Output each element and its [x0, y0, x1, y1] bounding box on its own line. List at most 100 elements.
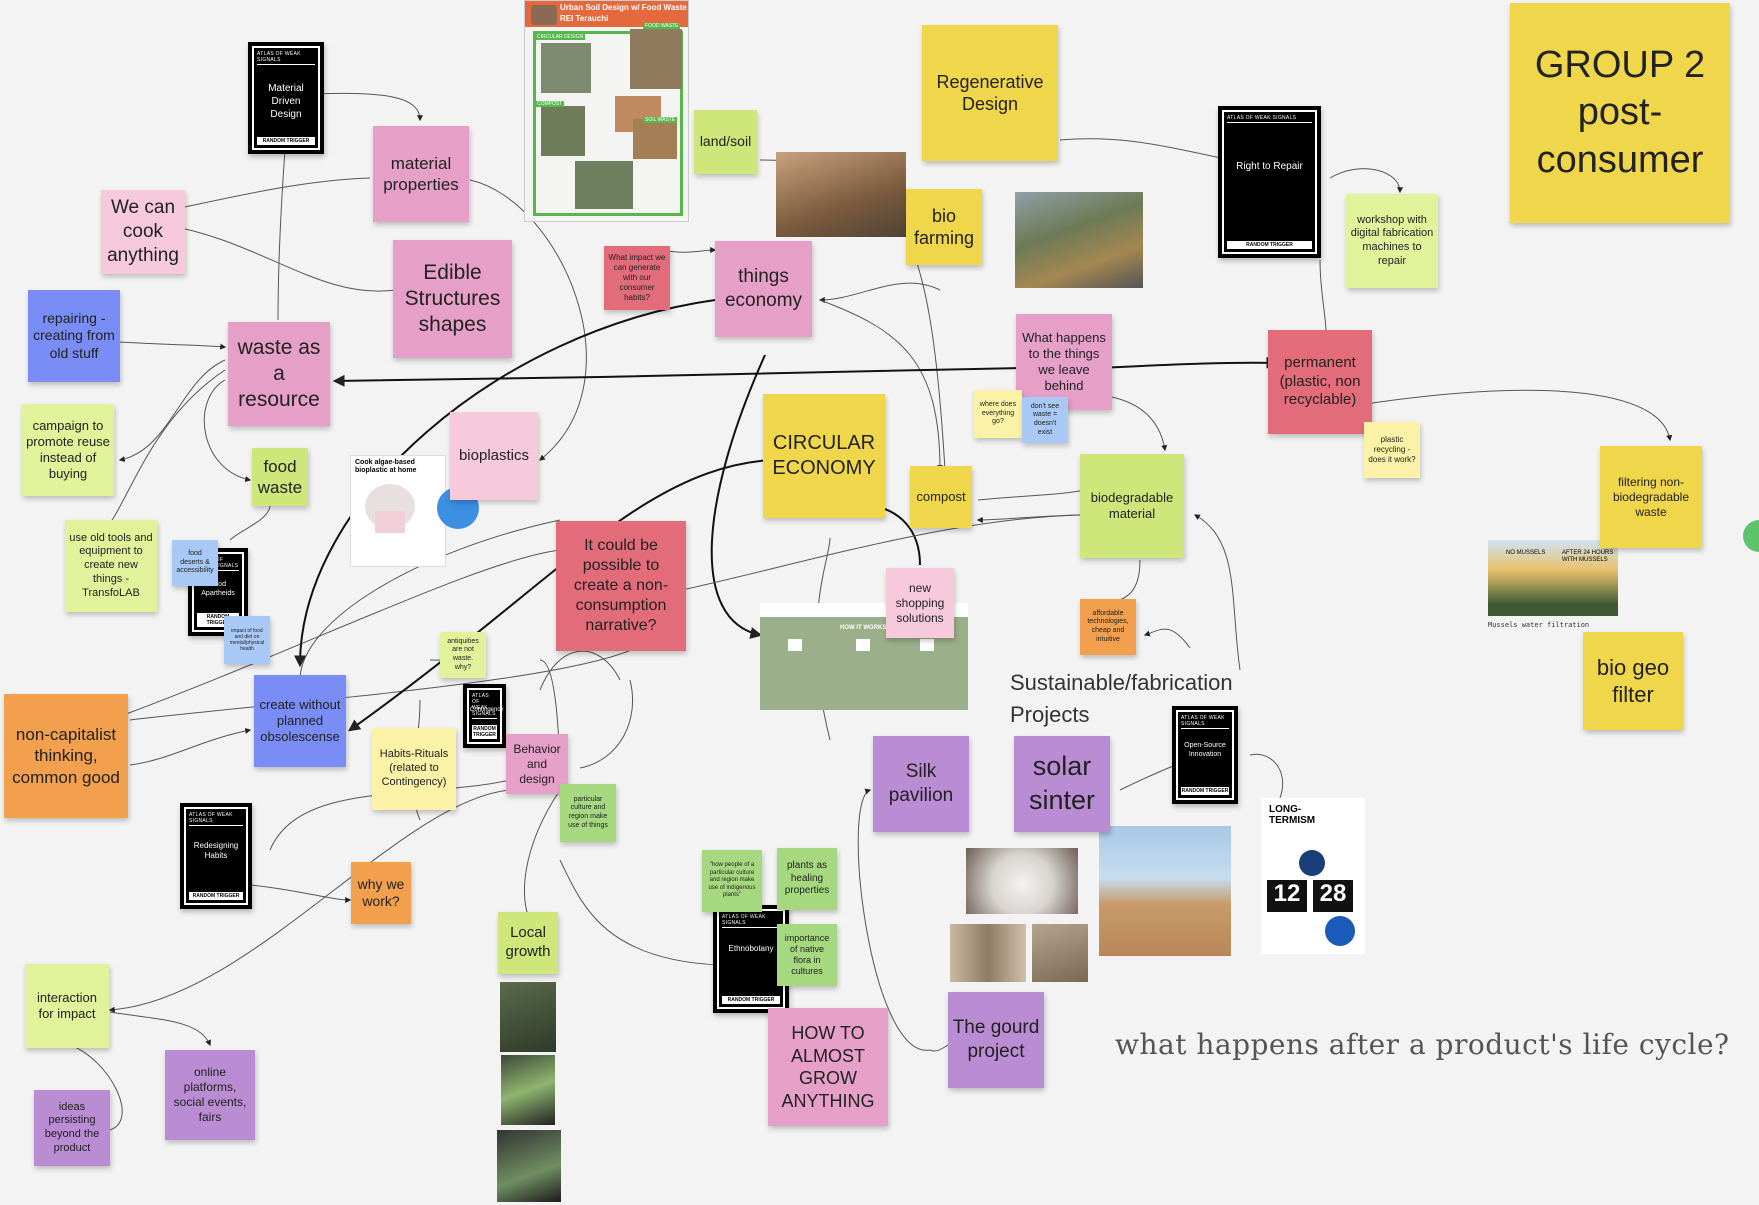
- note-text: don't see waste = doesn't exist: [1030, 402, 1060, 436]
- note-workshop[interactable]: workshop with digital fabrication machin…: [1346, 194, 1438, 288]
- mussels-filtration-image[interactable]: NO MUSSELS AFTER 24 HOURS WITH MUSSELS: [1488, 540, 1618, 616]
- note-native-flora[interactable]: importance of native flora in cultures: [777, 924, 837, 986]
- note-material-properties[interactable]: material properties: [373, 126, 469, 222]
- card-title: Redesigning Habits: [193, 841, 239, 861]
- note-dont-see[interactable]: don't see waste = doesn't exist: [1022, 397, 1068, 443]
- poster-tag: SOIL WASTE: [643, 117, 678, 123]
- note-text: waste as a resource: [237, 335, 321, 412]
- note-food-deserts[interactable]: food deserts & accessibility: [172, 540, 218, 586]
- note-text: importance of native flora in cultures: [784, 932, 830, 977]
- note-old-tools[interactable]: use old tools and equipment to create ne…: [65, 520, 157, 612]
- note-habits-rituals[interactable]: Habits-Rituals (related to Contingency): [372, 728, 456, 810]
- note-online-platforms[interactable]: online platforms, social events, fairs: [165, 1050, 255, 1140]
- note-where-does[interactable]: where does everything go?: [974, 390, 1022, 438]
- note-text: We can cook anything: [107, 197, 179, 266]
- clock-hours: 12: [1267, 880, 1307, 912]
- note-why-we-work[interactable]: why we work?: [351, 862, 411, 924]
- note-permanent[interactable]: permanent (plastic, non recyclable): [1268, 330, 1372, 434]
- note-non-consumption[interactable]: It could be possible to create a non-con…: [556, 521, 686, 651]
- card-title: Contingency: [470, 707, 504, 714]
- card-right-to-repair[interactable]: ATLAS OF WEAK SIGNALS Right to Repair RA…: [1218, 106, 1321, 258]
- note-culture-region[interactable]: particular culture and region make use o…: [560, 784, 616, 842]
- group-title: GROUP 2 post-consumer: [1534, 43, 1706, 181]
- note-repairing[interactable]: repairing - creating from old stuff: [28, 290, 120, 382]
- longtermism-poster[interactable]: LONG-TERMISM 12 28: [1261, 798, 1365, 954]
- note-text: create without planned obsolescense: [259, 696, 341, 745]
- card-trigger: RANDOM TRIGGER: [189, 892, 243, 900]
- card-series: ATLAS OF WEAK SIGNALS: [257, 51, 315, 65]
- card-contingency[interactable]: ATLAS OF WEAK SIGNALS Contingency RANDOM…: [463, 684, 506, 748]
- note-what-impact[interactable]: What impact we can generate with our con…: [604, 246, 670, 310]
- note-text: new shopping solutions: [895, 580, 945, 625]
- note-text: ideas persisting beyond the product: [44, 1100, 100, 1154]
- note-text: filtering non-biodegradable waste: [1612, 474, 1690, 519]
- note-regenerative-design[interactable]: Regenerative Design: [922, 25, 1058, 161]
- note-text: why we work?: [357, 875, 405, 910]
- note-text: What impact we can generate with our con…: [608, 253, 666, 302]
- note-silk-pavilion[interactable]: Silk pavilion: [873, 736, 969, 832]
- note-edible-structures[interactable]: Edible Structures shapes: [393, 240, 512, 358]
- card-series: ATLAS OF WEAK SIGNALS: [189, 812, 243, 826]
- note-new-shopping[interactable]: new shopping solutions: [886, 568, 954, 638]
- photo-jar-plant-3[interactable]: [497, 1130, 561, 1202]
- note-food-waste[interactable]: food waste: [252, 448, 308, 506]
- note-bioplastics[interactable]: bioplastics: [450, 412, 538, 500]
- longtermism-title: LONG-TERMISM: [1269, 804, 1316, 826]
- note-biodegradable[interactable]: biodegradable material: [1080, 454, 1184, 558]
- note-text: biodegradable material: [1090, 489, 1174, 521]
- note-text: bio geo filter: [1596, 654, 1670, 708]
- photo-silk-dome[interactable]: [966, 848, 1078, 914]
- note-plants-healing[interactable]: plants as healing properties: [777, 848, 837, 910]
- note-ideas-persisting[interactable]: ideas persisting beyond the product: [34, 1090, 110, 1166]
- note-circular-economy[interactable]: CIRCULAR ECONOMY: [763, 394, 885, 518]
- urban-soil-poster[interactable]: Urban Soil Design w/ Food Waste REI Tera…: [524, 0, 689, 222]
- note-create-without[interactable]: create without planned obsolescense: [254, 675, 346, 767]
- poster-tag: FOOD WASTE: [643, 23, 681, 29]
- note-mental-health[interactable]: impact of food and diet on mental/physic…: [224, 616, 270, 664]
- card-material-driven-design[interactable]: ATLAS OF WEAK SIGNALS Material Driven De…: [248, 42, 324, 154]
- note-waste-as-resource[interactable]: waste as a resource: [228, 322, 330, 426]
- note-local-growth[interactable]: Local growth: [498, 912, 558, 974]
- card-ethnobotany[interactable]: ATLAS OF WEAK SIGNALS Ethnobotany RANDOM…: [713, 905, 789, 1013]
- note-what-happens[interactable]: What happens to the things we leave behi…: [1016, 314, 1112, 410]
- note-gourd-project[interactable]: The gourd project: [948, 992, 1044, 1088]
- card-title: Open-Source Innovation: [1184, 742, 1226, 759]
- photo-jar-plant-2[interactable]: [501, 1055, 555, 1125]
- poster-tag: COMPOST: [535, 101, 565, 107]
- note-affordable[interactable]: affordable technologies, cheap and intui…: [1080, 599, 1136, 655]
- photo-compost-bin[interactable]: [1015, 192, 1143, 288]
- group-title-note[interactable]: GROUP 2 post-consumer: [1510, 3, 1730, 223]
- note-non-capitalist[interactable]: non-capitalist thinking, common good: [4, 694, 128, 818]
- photo-soil-crate[interactable]: [776, 152, 906, 237]
- note-antiquities[interactable]: antiquities are not waste. why?: [440, 632, 486, 678]
- note-compost[interactable]: compost: [910, 466, 972, 528]
- note-plastic-recycling[interactable]: plastic recycling - does it work?: [1364, 422, 1420, 478]
- note-how-people[interactable]: "how people of a particular culture and …: [702, 850, 762, 912]
- note-land-soil[interactable]: land/soil: [694, 110, 757, 174]
- card-open-source-innovation[interactable]: ATLAS OF WEAK SIGNALS Open-Source Innova…: [1172, 706, 1238, 804]
- note-filtering[interactable]: filtering non-biodegradable waste: [1600, 446, 1702, 548]
- note-text: "how people of a particular culture and …: [708, 862, 756, 899]
- photo-sintered-bowl[interactable]: [1032, 924, 1088, 982]
- note-bio-geo-filter[interactable]: bio geo filter: [1583, 632, 1683, 730]
- note-interaction-impact[interactable]: interaction for impact: [25, 964, 109, 1048]
- note-things-economy[interactable]: things economy: [715, 241, 812, 337]
- note-campaign[interactable]: campaign to promote reuse instead of buy…: [22, 404, 114, 496]
- photo-sintered-vessels[interactable]: [950, 924, 1026, 982]
- algae-bioplastic-image[interactable]: Cook algae-based bioplastic at home: [350, 455, 446, 567]
- section-heading: Sustainable/fabrication Projects: [1010, 670, 1233, 727]
- photo-jar-plant-1[interactable]: [500, 982, 556, 1052]
- photo-solar-sinter-desert[interactable]: [1099, 826, 1231, 956]
- note-text: It could be possible to create a non-con…: [573, 537, 669, 634]
- note-we-can-cook[interactable]: We can cook anything: [101, 190, 185, 274]
- note-solar-sinter[interactable]: solar sinter: [1014, 736, 1110, 832]
- card-series: ATLAS OF WEAK SIGNALS: [1181, 715, 1229, 729]
- card-redesigning-habits[interactable]: ATLAS OF WEAK SIGNALS Redesigning Habits…: [180, 803, 252, 909]
- collaborator-cursor-indicator[interactable]: [1743, 520, 1759, 552]
- note-behavior-design[interactable]: Behavior and design: [506, 734, 568, 794]
- note-text: food waste: [257, 456, 303, 497]
- note-text: Regenerative Design: [936, 71, 1044, 115]
- note-bio-farming[interactable]: bio farming: [906, 189, 982, 265]
- note-how-to-grow[interactable]: HOW TO ALMOST GROW ANYTHING: [768, 1008, 888, 1126]
